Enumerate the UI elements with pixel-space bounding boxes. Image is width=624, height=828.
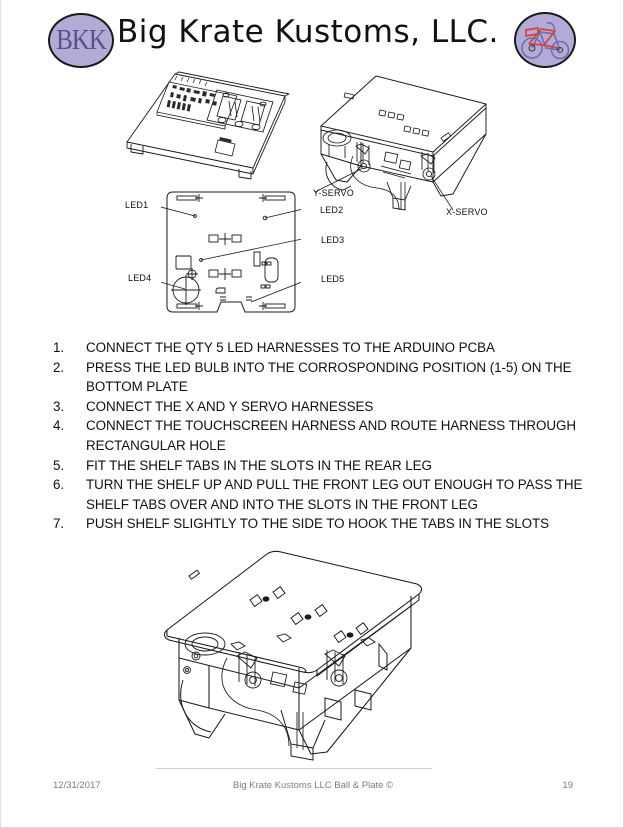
list-item: 5. FIT THE SHELF TABS IN THE SLOTS IN TH… [1, 456, 623, 476]
list-item-number: 6. [53, 477, 65, 493]
footer-date: 12/31/2017 [53, 780, 101, 791]
list-item: 3. CONNECT THE X AND Y SERVO HARNESSES [1, 397, 623, 417]
figure-bottom-plate-with-arduino-pcba [113, 68, 313, 188]
page-footer: 12/31/2017 Big Krate Kustoms LLC Ball & … [1, 780, 623, 802]
label-y-servo: Y-SERVO [313, 188, 354, 198]
list-item-text: FIT THE SHELF TABS IN THE SLOTS IN THE R… [86, 457, 432, 473]
page-header: BKK Big Krate Kustoms, LLC. [1, 0, 623, 72]
list-item-text: CONNECT THE X AND Y SERVO HARNESSES [86, 398, 374, 414]
bkk-monogram-circle-icon: BKK [48, 13, 114, 68]
list-item: 7. PUSH SHELF SLIGHTLY TO THE SIDE TO HO… [1, 514, 623, 534]
footer-divider [156, 768, 432, 769]
list-item: 4. CONNECT THE TOUCHSCREEN HARNESS AND R… [1, 416, 623, 455]
page-title: Big Krate Kustoms, LLC. [117, 14, 499, 50]
list-item-number: 4. [53, 418, 65, 434]
list-item-text: CONNECT THE QTY 5 LED HARNESSES TO THE A… [86, 340, 495, 355]
list-item-text: PUSH SHELF SLIGHTLY TO THE SIDE TO HOOK … [86, 516, 550, 532]
label-led1: LED1 [125, 200, 149, 210]
list-item-text: CONNECT THE TOUCHSCREEN HARNESS AND ROUT… [86, 418, 576, 453]
label-led3: LED3 [321, 235, 345, 245]
list-item: 6. TURN THE SHELF UP AND PULL THE FRONT … [1, 475, 623, 514]
footer-center-text: Big Krate Kustoms LLC Ball & Plate © [232, 780, 394, 791]
list-item-text: PRESS THE LED BULB INTO THE CORROSPONDIN… [86, 359, 572, 395]
label-led2: LED2 [320, 205, 344, 215]
figure-bottom-plate-led-positions [161, 190, 301, 320]
instruction-list: 1. CONNECT THE QTY 5 LED HARNESSES TO TH… [1, 338, 623, 534]
list-item: 2. PRESS THE LED BULB INTO THE CORROSPON… [1, 358, 623, 397]
list-item-number: 3. [53, 398, 65, 414]
list-item-text: TURN THE SHELF UP AND PULL THE FRONT LEG… [86, 477, 583, 512]
list-item: 1. CONNECT THE QTY 5 LED HARNESSES TO TH… [1, 338, 623, 358]
label-led4: LED4 [128, 273, 152, 283]
figure-shelf-assembly [149, 548, 449, 763]
bicycle-circle-icon [514, 12, 576, 68]
footer-page-number: 19 [562, 780, 573, 791]
label-led5: LED5 [321, 274, 345, 284]
logo-monogram-text: BKK [56, 24, 107, 56]
list-item-number: 7. [53, 516, 65, 532]
label-x-servo: X-SERVO [446, 207, 488, 217]
list-item-number: 2. [53, 359, 65, 375]
figure-assembled-base-underside [301, 70, 521, 215]
list-item-number: 5. [53, 457, 65, 473]
list-item-number: 1. [53, 340, 65, 355]
